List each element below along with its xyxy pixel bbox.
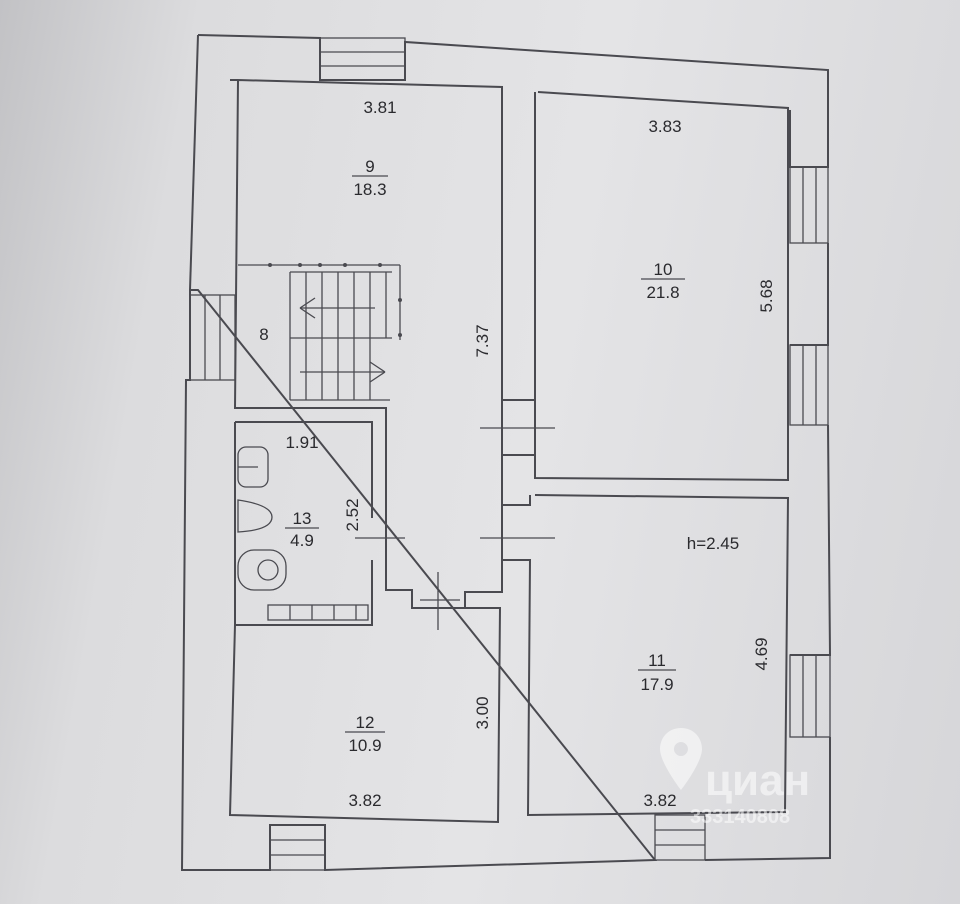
room-10-area: 21.8 <box>646 283 679 302</box>
bidet-icon <box>237 499 273 533</box>
room-9-width: 3.81 <box>363 98 396 117</box>
room-10-number: 10 <box>654 260 673 279</box>
room-13-area: 4.9 <box>290 531 314 550</box>
window-top <box>319 37 406 81</box>
radiator-icon <box>267 604 369 621</box>
window-right-1 <box>789 166 829 244</box>
window-bottom-2 <box>654 814 706 861</box>
bathroom-fixtures <box>237 446 369 621</box>
room-13-height: 2.52 <box>343 498 362 531</box>
room-10-width: 3.83 <box>648 117 681 136</box>
room-13-width: 1.91 <box>285 433 318 452</box>
ceiling-height: h=2.45 <box>687 534 739 553</box>
room-13-number: 13 <box>293 509 312 528</box>
watermark: циан 333140808 <box>660 728 810 828</box>
toilet-icon <box>237 549 287 591</box>
room-12-width: 3.82 <box>348 791 381 810</box>
watermark-id: 333140808 <box>690 806 790 828</box>
watermark-brand: циан <box>705 756 810 805</box>
window-right-3 <box>789 654 831 738</box>
room-9-walls <box>233 79 503 609</box>
room-11-walls <box>502 494 790 817</box>
window-right-2 <box>789 344 829 426</box>
room-11-width: 3.82 <box>643 791 676 810</box>
room-8-number: 8 <box>259 325 268 344</box>
room-12-number: 12 <box>356 713 375 732</box>
room-12-area: 10.9 <box>348 736 381 755</box>
room-12-height: 3.00 <box>473 696 492 729</box>
room-11-height: 4.69 <box>752 637 771 670</box>
corridor-length: 7.37 <box>473 324 492 357</box>
staircase <box>238 263 402 401</box>
location-pin-icon <box>660 728 702 790</box>
room-10-walls <box>502 91 789 482</box>
windows <box>189 37 831 871</box>
room-12-walls <box>228 607 502 824</box>
room-11-area: 17.9 <box>640 675 673 694</box>
room-13-walls <box>234 408 387 626</box>
door-markers <box>355 427 555 630</box>
room-11-number: 11 <box>648 651 666 670</box>
window-bottom-1 <box>269 824 326 871</box>
room-9-number: 9 <box>365 157 374 176</box>
outer-walls <box>180 34 832 872</box>
room-10-height: 5.68 <box>757 279 776 312</box>
room-9-area: 18.3 <box>353 180 386 199</box>
